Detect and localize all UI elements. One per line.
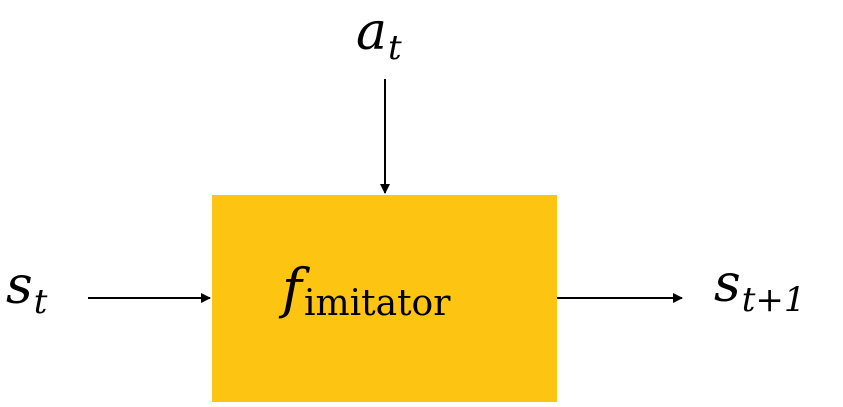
imitator-function-label: fimitator [282, 262, 450, 322]
next-state-subscript: t+1 [741, 280, 806, 320]
imitator-block [212, 195, 557, 402]
state-subscript: t [33, 282, 48, 322]
state-label: st [6, 260, 47, 319]
action-label: at [356, 6, 402, 65]
next-state-symbol: s [714, 254, 741, 314]
function-symbol: f [282, 257, 302, 320]
action-symbol: a [356, 2, 388, 62]
action-subscript: t [388, 28, 402, 68]
next-state-label: st+1 [714, 258, 805, 317]
state-symbol: s [6, 256, 33, 316]
function-subscript: imitator [304, 283, 451, 324]
